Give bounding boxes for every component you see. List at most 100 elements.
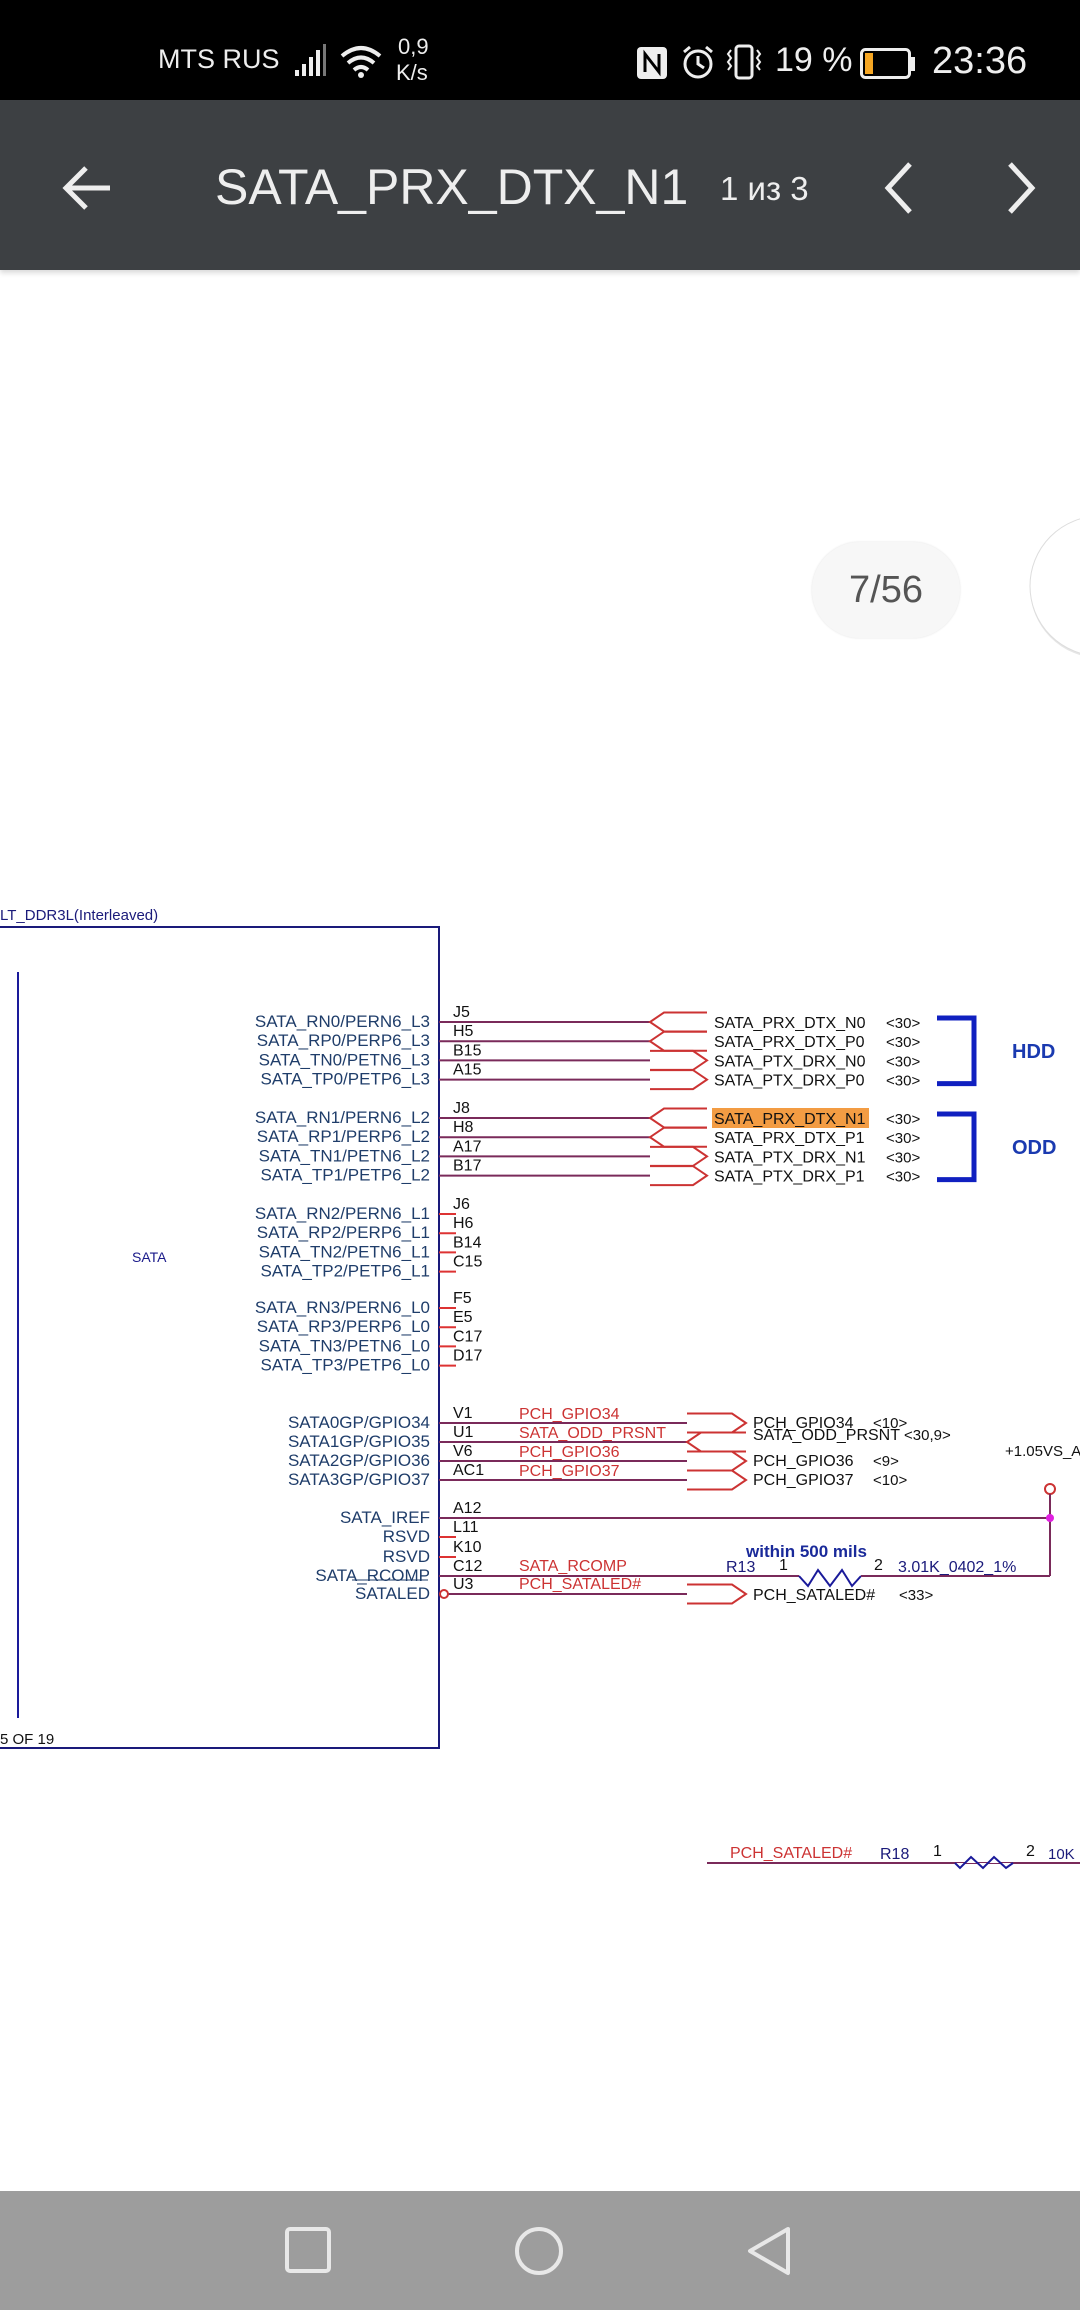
pin-name: SATA_RP0/PERP6_L3 xyxy=(257,1031,430,1050)
net-label: SATA_PRX_DTX_P0 xyxy=(714,1034,865,1051)
recents-square-icon[interactable] xyxy=(284,2226,332,2274)
pin-ball: E5 xyxy=(453,1309,473,1326)
home-circle-icon[interactable] xyxy=(513,2225,565,2277)
wire-label: PCH_GPIO34 xyxy=(519,1406,620,1423)
carrier-name: MTS RUS xyxy=(158,44,280,74)
net-ref: <30> xyxy=(886,1149,920,1166)
pin-name: SATA_RP2/PERP6_L1 xyxy=(257,1223,430,1242)
net-ref: <30> xyxy=(886,1130,920,1147)
port-connector-icon xyxy=(687,1450,748,1472)
wire-label: SATA_ODD_PRSNT xyxy=(519,1425,666,1442)
pin-name: SATA_TN1/PETN6_L2 xyxy=(259,1146,430,1165)
wire-label: PCH_GPIO36 xyxy=(519,1444,620,1461)
pin-ball: B14 xyxy=(453,1234,482,1251)
pin-name: SATA_TP1/PETP6_L2 xyxy=(261,1166,430,1185)
vibrate-icon xyxy=(726,44,762,80)
wire-label: PCH_SATALED# xyxy=(519,1576,641,1593)
battery-percent: 19 % xyxy=(775,41,853,79)
net-speed-unit: K/s xyxy=(396,60,428,85)
wifi-icon xyxy=(340,46,382,78)
pin-ball: H8 xyxy=(453,1119,474,1136)
r13-pin1: 1 xyxy=(779,1557,788,1574)
status-bar: MTS RUS 0,9 K/s 19 % 23:36 xyxy=(0,0,1080,100)
net-label: PCH_SATALED# xyxy=(753,1587,875,1604)
pin-ball: C12 xyxy=(453,1558,482,1575)
net-ref: <30> xyxy=(886,1169,920,1186)
search-term[interactable]: SATA_PRX_DTX_N1 xyxy=(215,159,689,215)
chevron-left-icon[interactable] xyxy=(880,160,920,216)
pin-ball: J6 xyxy=(453,1196,470,1213)
group-bracket xyxy=(937,1015,977,1087)
pin-name: SATA_RN0/PERN6_L3 xyxy=(255,1012,430,1031)
port-connector-icon xyxy=(685,1431,746,1453)
net-label: SATA_PRX_DTX_N1 xyxy=(714,1111,866,1128)
power-rail-connector xyxy=(1044,1483,1056,1495)
group-label: HDD xyxy=(1012,1041,1055,1063)
pin-name: SATA_TN3/PETN6_L0 xyxy=(259,1336,430,1355)
net-label: SATA_PRX_DTX_P1 xyxy=(714,1130,865,1147)
schematic-view[interactable]: LT_DDR3L(Interleaved) SATA 5 OF 19 SATA_… xyxy=(0,880,1080,1900)
back-arrow-icon[interactable] xyxy=(60,160,116,216)
pin-name: SATA1GP/GPIO35 xyxy=(288,1432,430,1451)
pin-ball: U1 xyxy=(453,1424,474,1441)
signal-icon xyxy=(295,44,326,76)
net-ref: <30> xyxy=(886,1053,920,1070)
pin-name: SATA_TP2/PETP6_L1 xyxy=(261,1262,430,1281)
net-label: SATA_PTX_DRX_N1 xyxy=(714,1149,866,1166)
pin-ball: L11 xyxy=(453,1519,479,1536)
port-connector-icon xyxy=(650,1069,709,1091)
port-connector-icon xyxy=(687,1412,748,1434)
net-label: SATA_PTX_DRX_P0 xyxy=(714,1073,865,1090)
net-label: SATA_PRX_DTX_N0 xyxy=(714,1015,866,1032)
pin-name: SATA_RP1/PERP6_L2 xyxy=(257,1127,430,1146)
pin-ball: H6 xyxy=(453,1215,474,1232)
nfc-icon xyxy=(637,47,667,79)
pin-name: SATA2GP/GPIO36 xyxy=(288,1451,430,1470)
net-label: SATA_PTX_DRX_P1 xyxy=(714,1169,865,1186)
pin-ball: U3 xyxy=(453,1576,474,1593)
net-label: PCH_GPIO36 xyxy=(753,1453,854,1470)
pin-name: SATA_IREF xyxy=(340,1508,430,1527)
port-connector-icon xyxy=(648,1107,707,1129)
part-of-label: 5 OF 19 xyxy=(0,1731,54,1748)
pin-ball: J5 xyxy=(453,1004,470,1021)
match-counter: 1 из 3 xyxy=(720,170,809,207)
pin-ball: V1 xyxy=(453,1405,473,1422)
port-connector-icon xyxy=(648,1011,707,1033)
pin-name: SATA3GP/GPIO37 xyxy=(288,1470,430,1489)
pin-ball: C15 xyxy=(453,1254,482,1271)
r13-resistor-icon xyxy=(798,1568,862,1588)
net-ref: <10> xyxy=(873,1472,907,1489)
net-ref: <30> xyxy=(886,1015,920,1032)
back-triangle-icon[interactable] xyxy=(744,2225,794,2277)
net-label: SATA_ODD_PRSNT xyxy=(753,1427,900,1444)
pin-ball: A15 xyxy=(453,1062,482,1079)
r18-pin1: 1 xyxy=(933,1843,942,1860)
port-connector-icon xyxy=(687,1469,748,1491)
wire-label: SATA_RCOMP xyxy=(519,1558,627,1575)
net-label: PCH_GPIO37 xyxy=(753,1472,854,1489)
r18-resistor-icon xyxy=(954,1855,1014,1870)
chevron-right-icon[interactable] xyxy=(1000,160,1040,216)
pin-ball: V6 xyxy=(453,1443,473,1460)
pin-name: SATA_TN2/PETN6_L1 xyxy=(259,1242,430,1261)
schematic-header: LT_DDR3L(Interleaved) xyxy=(0,907,158,924)
group-label: ODD xyxy=(1012,1137,1056,1159)
pin-ball: J8 xyxy=(453,1100,470,1117)
page-indicator: 7/56 xyxy=(812,542,960,638)
power-rail-label: +1.05VS_A xyxy=(1005,1443,1080,1460)
port-connector-icon xyxy=(687,1583,748,1605)
pin-ball: C17 xyxy=(453,1328,482,1345)
net-speed-value: 0,9 xyxy=(398,34,429,59)
net-ref: <30,9> xyxy=(904,1427,951,1444)
wire-label: PCH_GPIO37 xyxy=(519,1463,620,1480)
net-ref: <9> xyxy=(873,1453,899,1470)
pin-ball: B15 xyxy=(453,1042,482,1059)
pin-ball: A12 xyxy=(453,1500,482,1517)
net-ref: <30> xyxy=(886,1073,920,1090)
clock: 23:36 xyxy=(932,40,1028,82)
pin-ball: D17 xyxy=(453,1348,482,1365)
routing-note: within 500 mils xyxy=(745,1542,867,1561)
floating-action-button[interactable] xyxy=(1028,510,1080,662)
port-connector-icon xyxy=(650,1165,709,1187)
